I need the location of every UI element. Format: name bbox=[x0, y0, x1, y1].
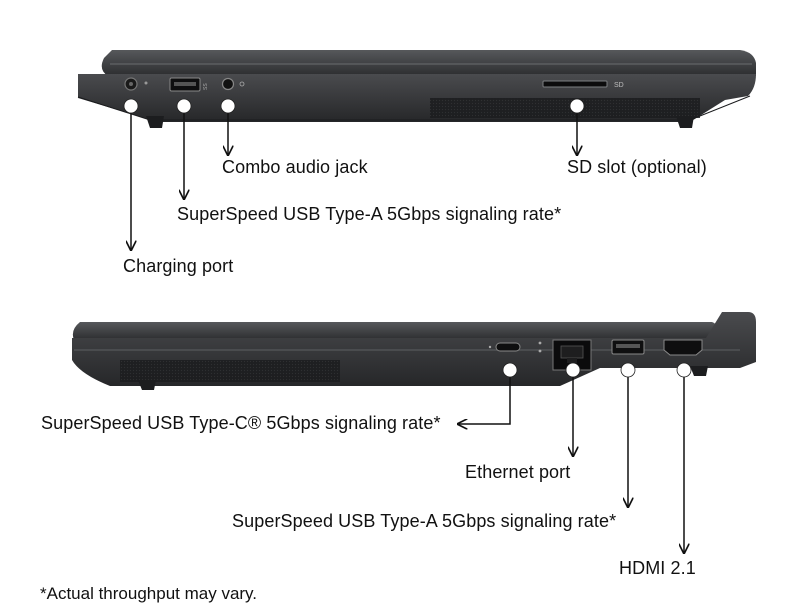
hdmi-label: HDMI 2.1 bbox=[619, 558, 696, 578]
usb-a-right-label: SuperSpeed USB Type-A 5Gbps signaling ra… bbox=[232, 511, 617, 531]
led-indicators-icon bbox=[538, 341, 542, 353]
bottom-callouts bbox=[458, 370, 684, 553]
audio-jack-marker bbox=[220, 98, 236, 114]
usb-c-callout-line bbox=[458, 370, 511, 424]
ethernet-port-icon bbox=[552, 339, 592, 371]
top-port-markers bbox=[123, 98, 585, 114]
usb-c-label: SuperSpeed USB Type-C® 5Gbps signaling r… bbox=[41, 413, 441, 433]
usb-a-port-marker bbox=[176, 98, 192, 114]
sd-slot-icon: SD bbox=[542, 80, 624, 89]
usb-a-right-port-marker bbox=[620, 362, 636, 378]
svg-text:SS: SS bbox=[203, 83, 209, 90]
charging-port-label: Charging port bbox=[123, 256, 234, 276]
hdmi-port-icon bbox=[663, 339, 703, 356]
charging-port-marker bbox=[123, 98, 139, 114]
sd-slot-label: SD slot (optional) bbox=[567, 157, 707, 177]
footnote: *Actual throughput may vary. bbox=[40, 584, 258, 603]
usb-a-port-right-icon bbox=[611, 339, 645, 355]
sd-slot-mark: SD bbox=[614, 82, 624, 89]
top-callouts bbox=[131, 106, 577, 250]
usb-c-port-marker bbox=[502, 362, 518, 378]
bottom-port-markers bbox=[502, 362, 692, 378]
laptop-right-side-view bbox=[72, 312, 756, 390]
ethernet-port-label: Ethernet port bbox=[465, 462, 571, 482]
charging-port-icon bbox=[124, 77, 148, 91]
usb-a-port-icon: SS bbox=[169, 77, 209, 92]
audio-jack-icon bbox=[221, 77, 245, 91]
sd-slot-marker bbox=[569, 98, 585, 114]
ethernet-port-marker bbox=[565, 362, 581, 378]
usb-a-left-label: SuperSpeed USB Type-A 5Gbps signaling ra… bbox=[177, 204, 562, 224]
combo-audio-jack-label: Combo audio jack bbox=[222, 157, 368, 177]
usb-c-port-icon bbox=[488, 342, 521, 352]
hdmi-port-marker bbox=[676, 362, 692, 378]
